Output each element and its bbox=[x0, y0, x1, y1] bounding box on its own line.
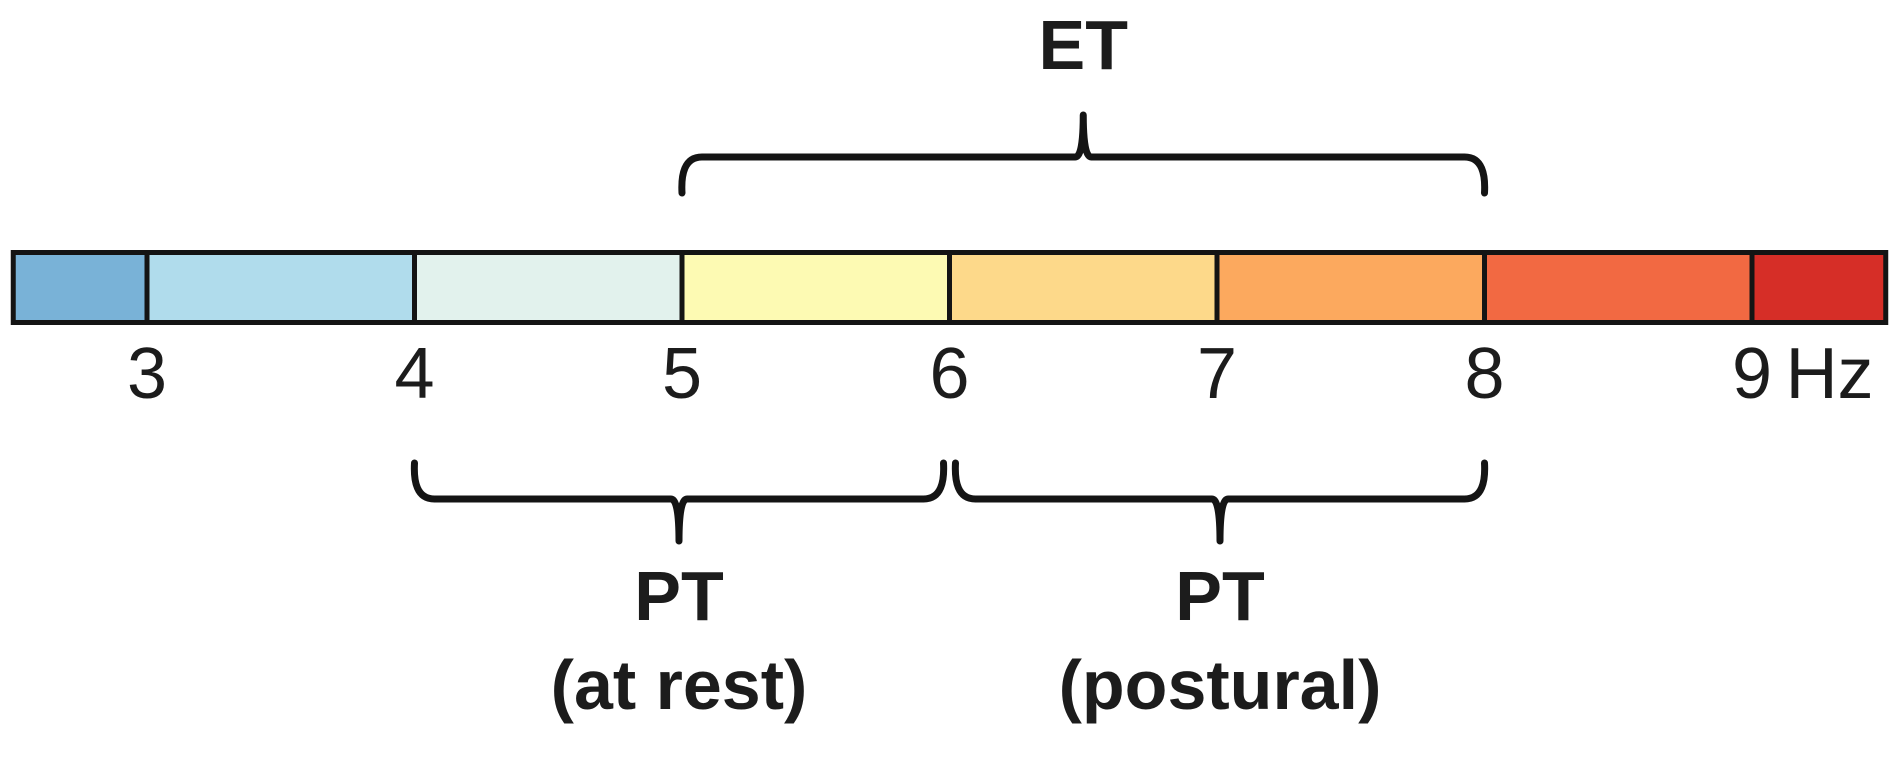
tick-label-6hz: 6 bbox=[929, 334, 970, 414]
bar-segment-band-2.5-3 bbox=[10, 250, 150, 325]
pt-rest-label: PT bbox=[634, 557, 724, 635]
pt-postural-bracket bbox=[951, 459, 1489, 545]
pt-postural-sublabel: (postural) bbox=[1058, 646, 1382, 724]
et-label: ET bbox=[1038, 6, 1128, 84]
bar-segment-band-4-5 bbox=[412, 250, 685, 325]
tick-label-9hz: 9 bbox=[1731, 334, 1773, 414]
bar-segment-band-3-4 bbox=[144, 250, 417, 325]
tick-label-3hz: 3 bbox=[126, 334, 168, 414]
tick-label-4hz: 4 bbox=[394, 334, 435, 414]
pt-rest-sublabel: (at rest) bbox=[550, 646, 808, 724]
bar-segment-band-5-6 bbox=[679, 250, 952, 325]
axis-unit-label: Hz bbox=[1785, 334, 1874, 414]
tick-label-5hz: 5 bbox=[661, 334, 703, 414]
pt-postural-label: PT bbox=[1175, 557, 1265, 635]
et-bracket bbox=[678, 111, 1489, 197]
bar-segment-band-8-9 bbox=[1482, 250, 1755, 325]
tick-label-8hz: 8 bbox=[1464, 334, 1505, 414]
bar-segment-band-6-7 bbox=[947, 250, 1220, 325]
tick-label-7hz: 7 bbox=[1196, 334, 1238, 414]
pt-rest-bracket bbox=[410, 459, 948, 545]
bar-segment-band-9-9.5 bbox=[1749, 250, 1889, 325]
bar-segment-band-7-8 bbox=[1214, 250, 1487, 325]
